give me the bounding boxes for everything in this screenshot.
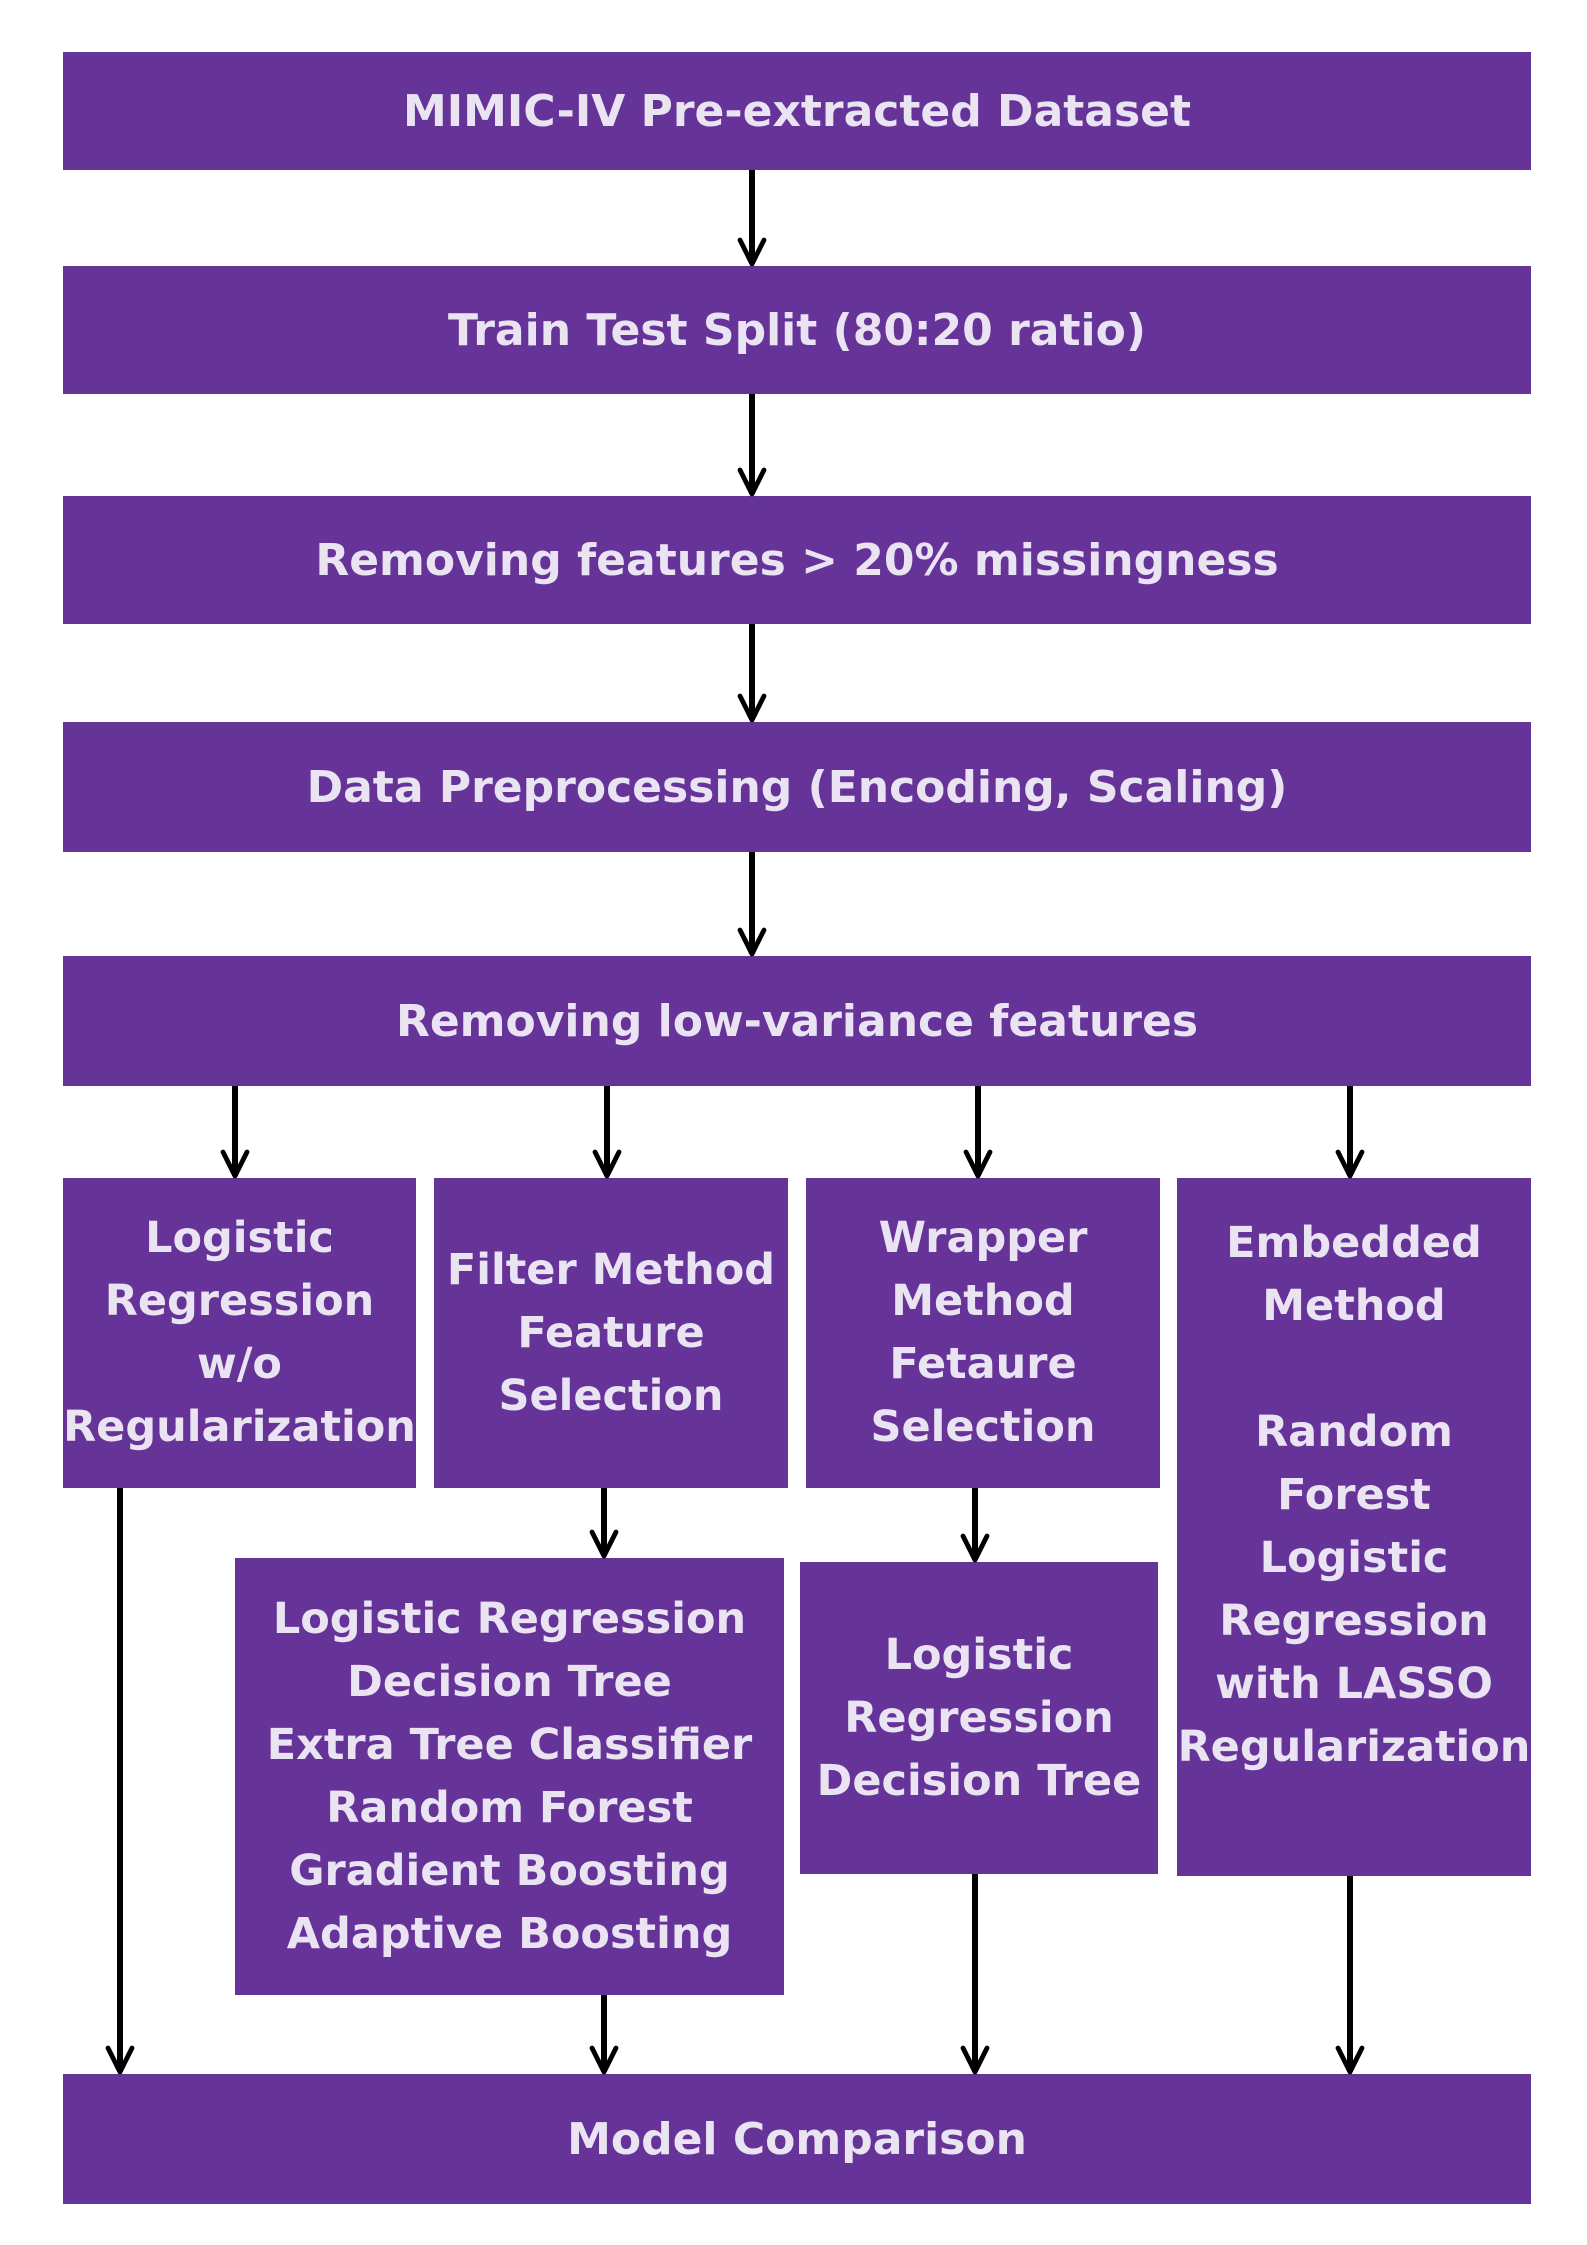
dataset-box: MIMIC-IV Pre-extracted Dataset (63, 52, 1531, 170)
wrapper-method-box: Wrapper Method Fetaure Selection (806, 1178, 1160, 1488)
baseline-logistic-regression-box: Logistic Regression w/o Regularization (63, 1178, 416, 1488)
embedded-method-box: Embedded Method Random Forest Logistic R… (1177, 1178, 1531, 1876)
wrapper-models-box: Logistic Regression Decision Tree (800, 1562, 1158, 1874)
model-comparison-box: Model Comparison (63, 2074, 1531, 2204)
filter-method-box: Filter Method Feature Selection (434, 1178, 788, 1488)
preprocessing-box: Data Preprocessing (Encoding, Scaling) (63, 722, 1531, 852)
low-variance-box: Removing low-variance features (63, 956, 1531, 1086)
filter-models-box: Logistic Regression Decision Tree Extra … (235, 1558, 784, 1995)
train-test-split-box: Train Test Split (80:20 ratio) (63, 266, 1531, 394)
missingness-box: Removing features > 20% missingness (63, 496, 1531, 624)
